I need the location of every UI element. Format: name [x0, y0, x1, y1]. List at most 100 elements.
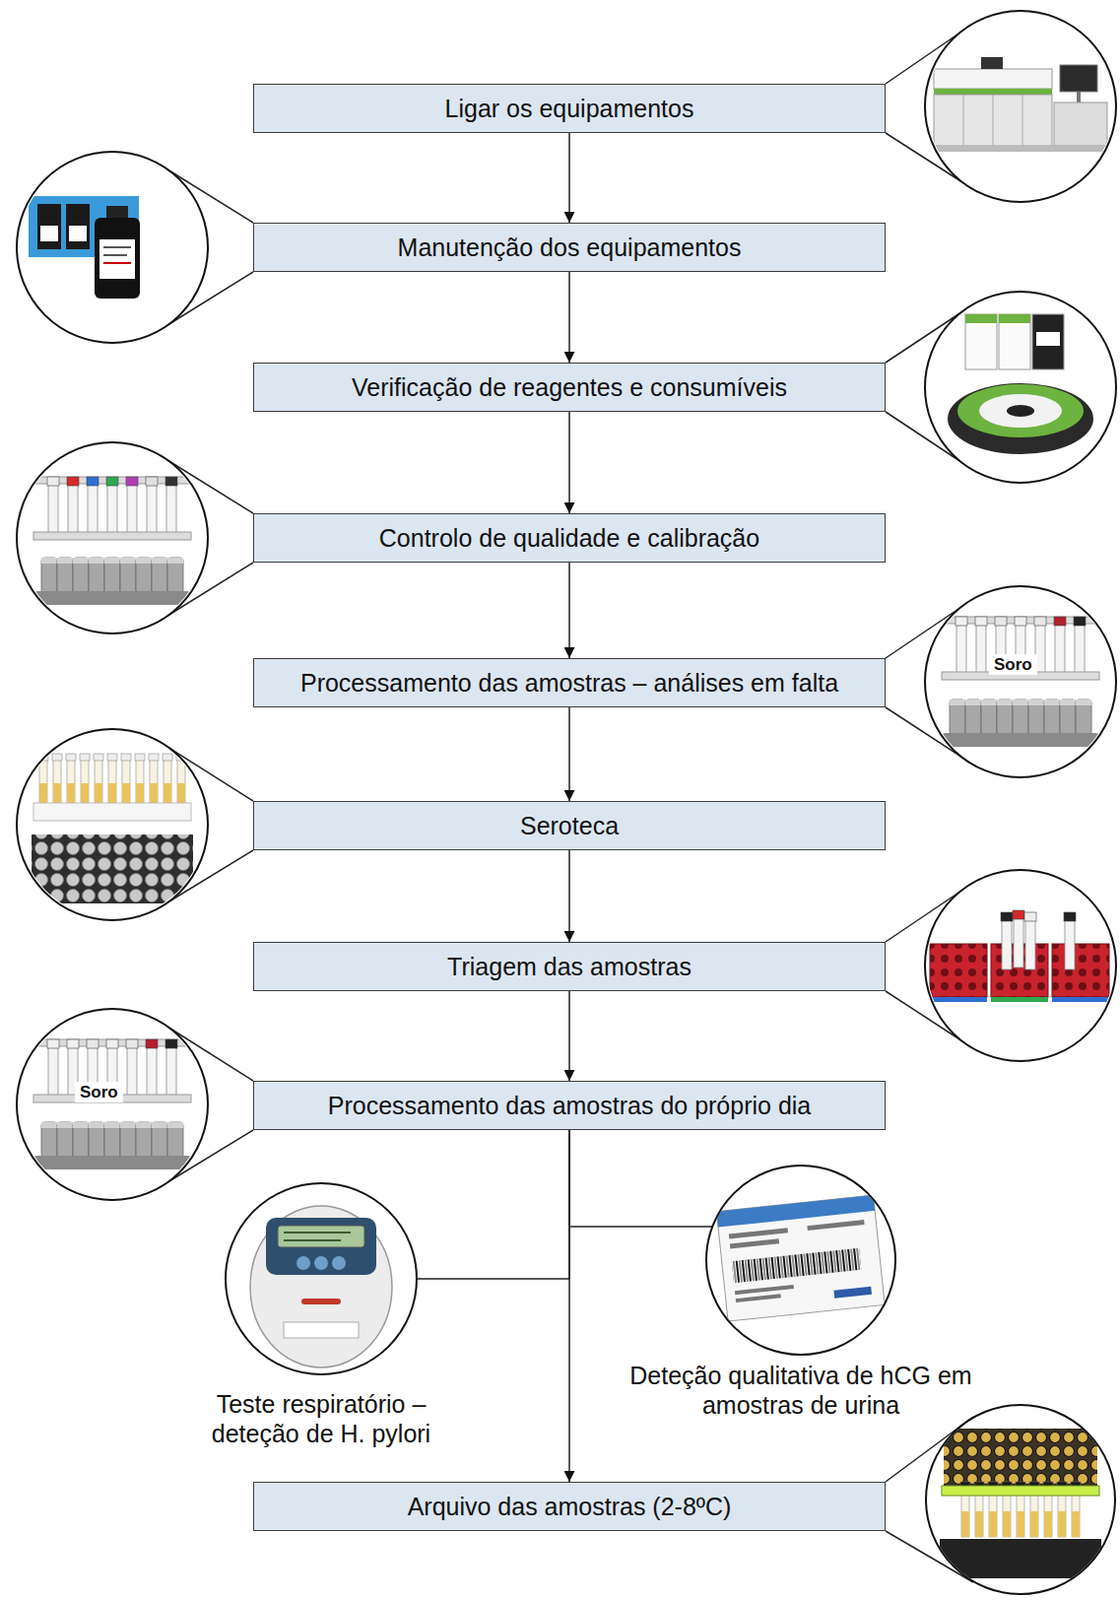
illustration-part [103, 246, 132, 249]
illustration-part [925, 1404, 1116, 1594]
illustration-part [120, 557, 136, 593]
flow-connector [568, 132, 571, 223]
illustration-part [126, 1039, 138, 1097]
illustration-part [1054, 616, 1066, 674]
carousel-picture [924, 291, 1117, 483]
illustration-part [1006, 404, 1035, 417]
illustration-part [250, 1205, 393, 1368]
illustration-part [47, 476, 60, 534]
flow-connector [568, 562, 571, 659]
illustration-part [734, 1284, 794, 1295]
illustration-part [16, 151, 208, 343]
illustration-part [135, 557, 152, 593]
illustration-part [924, 291, 1117, 483]
illustration-part [72, 1121, 89, 1158]
illustration-part [728, 1227, 789, 1239]
circle-outline [225, 1183, 417, 1375]
illustration-part [941, 1485, 1100, 1496]
illustration-part [965, 314, 997, 324]
illustration-part [924, 10, 1117, 202]
circle-caption: Deteção qualitativa de hCG em amostras d… [628, 1360, 974, 1420]
circle-outline [706, 1165, 896, 1355]
illustration-part [79, 753, 90, 809]
illustration-part [924, 586, 1117, 778]
illustration-part [68, 225, 87, 242]
archive-rack-picture [925, 1404, 1116, 1594]
illustration-part [735, 1293, 782, 1303]
illustration-part [47, 1039, 60, 1097]
flow-connector [568, 990, 571, 1081]
control-rack-picture [16, 442, 208, 634]
illustration-part [107, 753, 118, 809]
flow-connector [568, 271, 571, 363]
test-kit-picture [705, 1164, 897, 1356]
illustration-part [939, 616, 1102, 747]
illustration-part [716, 1194, 885, 1321]
illustration-part [16, 728, 208, 921]
box-text: Seroteca [520, 810, 619, 841]
illustration-part [1059, 699, 1076, 735]
illustration-part [145, 476, 158, 534]
illustration-part [925, 1404, 1116, 1594]
photo-tag-text: Soro [74, 1081, 124, 1103]
process-box: Ligar os equipamentos [253, 83, 886, 133]
illustration-part [106, 205, 129, 218]
illustration-part [806, 1219, 864, 1231]
illustration-part [148, 753, 159, 809]
illustration-part [1059, 65, 1098, 92]
illustration-part [31, 476, 194, 605]
illustration-part [939, 1428, 1102, 1579]
illustration-part [1036, 331, 1060, 346]
illustration-part [57, 1121, 73, 1158]
serum-rack-picture [16, 1008, 208, 1200]
illustration-part [929, 943, 988, 997]
circle-outline [705, 1164, 897, 1356]
illustration-part [929, 996, 988, 1002]
illustration-part [705, 1164, 897, 1356]
triage-rack-picture [924, 869, 1117, 1061]
box-text: Processamento das amostras do próprio di… [328, 1090, 812, 1120]
process-box: Processamento das amostras do próprio di… [253, 1080, 886, 1130]
illustration-part [947, 383, 1094, 455]
illustration-part [65, 753, 76, 809]
illustration-part [16, 1008, 208, 1200]
illustration-part [939, 1538, 1102, 1579]
illustration-part [31, 591, 194, 605]
illustration-part [975, 616, 988, 674]
illustration-part [16, 151, 208, 343]
illustration-part [965, 699, 982, 735]
illustration-part [135, 1121, 152, 1158]
illustration-part [41, 1121, 58, 1158]
process-box: Manutenção dos equipamentos [253, 222, 886, 272]
illustration-part [949, 699, 966, 735]
illustration-part [151, 557, 168, 593]
box-text: Controlo de qualidade e calibração [379, 523, 760, 553]
analyzer-picture [924, 10, 1117, 202]
illustration-part [933, 57, 1108, 152]
photo-tag-text: Soro [988, 654, 1038, 675]
process-box: Seroteca [253, 800, 886, 851]
illustration-part [990, 996, 1049, 1002]
serum-bank-picture [16, 728, 208, 921]
illustration-part [104, 557, 121, 593]
illustration-part [1076, 91, 1081, 103]
illustration-part [1028, 699, 1045, 735]
box-text: Ligar os equipamentos [445, 93, 695, 124]
illustration-part [998, 314, 1031, 370]
illustration-part [126, 476, 138, 534]
box-text: Arquivo das amostras (2-8ºC) [407, 1491, 732, 1521]
illustration-part [979, 394, 1062, 428]
process-box: Verificação de reagentes e consumíveis [253, 362, 886, 412]
illustration-part [996, 699, 1013, 735]
serum-rack-picture [924, 586, 1117, 778]
photo-tag: Soro [74, 1082, 124, 1103]
illustration-part [88, 557, 105, 593]
illustration-part [106, 476, 119, 534]
flow-connector [568, 707, 571, 801]
illustration-part [1073, 616, 1086, 674]
illustration-part [277, 1225, 365, 1248]
illustration-part [103, 254, 128, 257]
illustration-part [998, 314, 1031, 324]
illustration-part [933, 68, 1053, 89]
illustration-part [924, 291, 1117, 483]
